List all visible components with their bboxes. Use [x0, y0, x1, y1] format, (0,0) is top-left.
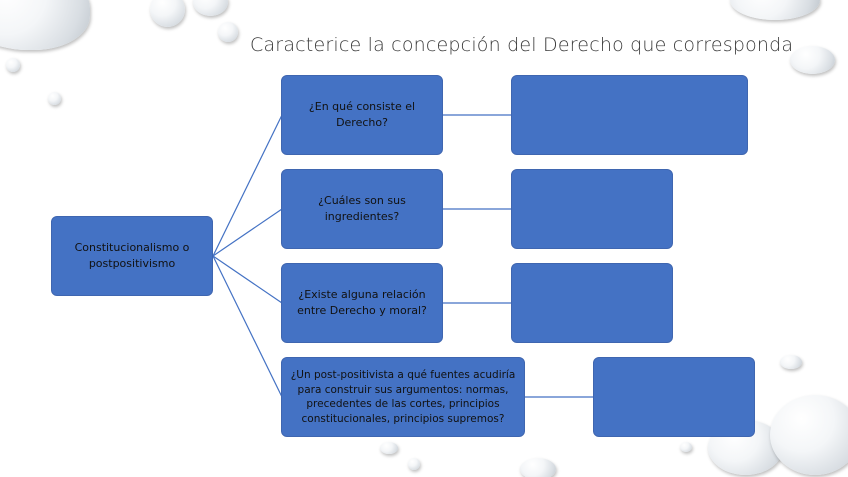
water-drop-decoration [730, 0, 820, 20]
connector-root-q4 [212, 255, 283, 398]
answer-node-1 [511, 75, 748, 155]
water-drop-decoration [408, 458, 420, 470]
root-node-label: Constitucionalismo o postpositivismo [74, 241, 190, 270]
water-drop-decoration [193, 0, 228, 16]
question-node-label: ¿En qué consiste el Derecho? [308, 100, 416, 129]
question-node-label: ¿Un post-positivista a qué fuentes acudi… [290, 369, 516, 425]
water-drop-decoration [380, 442, 398, 454]
question-node-label: ¿Existe alguna relación entre Derecho y … [297, 288, 427, 317]
connector-root-q2 [212, 208, 283, 257]
question-node-label: ¿Cuáles son sus ingredientes? [318, 194, 406, 223]
answer-node-3 [511, 263, 673, 343]
water-drop-decoration [780, 355, 802, 369]
water-drop-decoration [6, 58, 20, 72]
water-drop-decoration [520, 458, 556, 477]
water-drop-decoration [150, 0, 185, 27]
answer-node-4 [593, 357, 755, 437]
connector-root-q3 [212, 255, 283, 304]
question-node-2: ¿Cuáles son sus ingredientes? [281, 169, 443, 249]
answer-node-2 [511, 169, 673, 249]
root-node: Constitucionalismo o postpositivismo [51, 216, 213, 296]
question-node-1: ¿En qué consiste el Derecho? [281, 75, 443, 155]
water-drop-decoration [218, 22, 238, 42]
question-node-4: ¿Un post-positivista a qué fuentes acudi… [281, 357, 525, 437]
slide-title: Caracterice la concepción del Derecho qu… [250, 34, 794, 56]
water-drop-decoration [770, 395, 848, 475]
water-drop-decoration [48, 92, 61, 105]
water-drop-decoration [790, 46, 835, 74]
question-node-3: ¿Existe alguna relación entre Derecho y … [281, 263, 443, 343]
connector-root-q1 [212, 114, 283, 257]
water-drop-decoration [680, 442, 692, 452]
